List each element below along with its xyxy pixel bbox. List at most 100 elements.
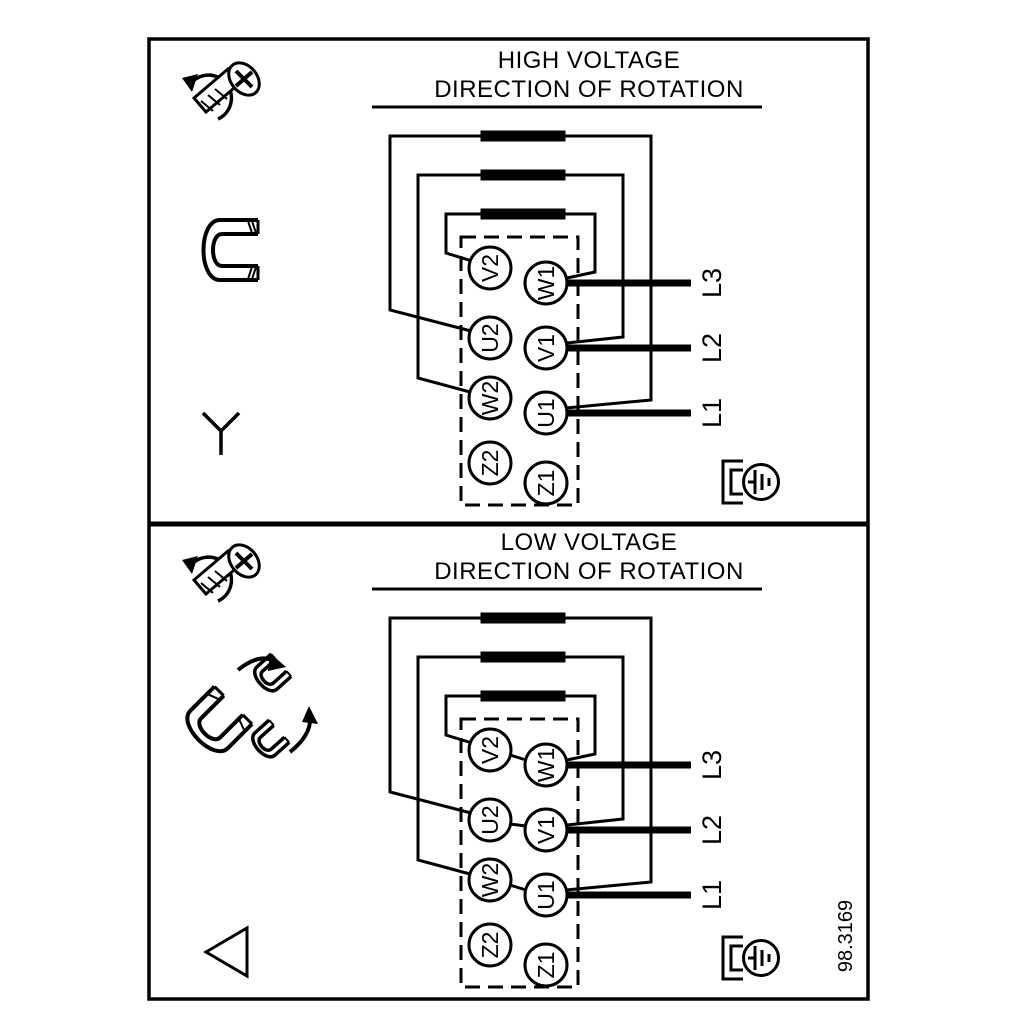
terminal-link-bar bbox=[480, 690, 566, 702]
link-wire bbox=[565, 655, 625, 827]
terminal-box bbox=[459, 235, 580, 507]
reference-number: 98.3169 bbox=[835, 900, 857, 972]
screw-rotation-icon bbox=[182, 61, 261, 121]
screw-thread bbox=[214, 570, 228, 582]
terminal-box bbox=[459, 717, 580, 989]
star-connection-icon bbox=[201, 411, 241, 455]
terminal-label-u2: U2 bbox=[477, 323, 503, 352]
terminal-label-w2: W2 bbox=[477, 863, 503, 898]
link-hatch bbox=[247, 266, 253, 280]
screw-thread bbox=[207, 576, 221, 588]
rotation-arrowhead bbox=[182, 556, 198, 574]
rotation-arrowhead bbox=[182, 74, 198, 92]
ground-bracket-outer bbox=[721, 935, 743, 981]
link-hatch bbox=[207, 693, 220, 701]
terminal-link-icon bbox=[253, 652, 293, 693]
terminal-u2 bbox=[467, 797, 513, 843]
terminal-w2 bbox=[467, 375, 513, 421]
delta-connection-icon bbox=[203, 925, 249, 979]
link-inner bbox=[257, 723, 286, 752]
terminal-link-bar bbox=[480, 208, 566, 220]
supply-label-l3: L3 bbox=[697, 750, 727, 780]
star-arm bbox=[219, 411, 241, 433]
link-inner bbox=[197, 694, 245, 742]
link-outer bbox=[251, 718, 291, 759]
link-wire bbox=[565, 212, 597, 280]
terminal-label-v2: V2 bbox=[477, 736, 503, 764]
screw-thread bbox=[207, 94, 221, 106]
link-inner bbox=[211, 232, 258, 268]
supply-label-l3: L3 bbox=[697, 268, 727, 298]
supply-label-l2: L2 bbox=[697, 815, 727, 845]
high-voltage-panel: HIGH VOLTAGE DIRECTION OF ROTATION L3 L2… bbox=[182, 47, 780, 507]
phillips-slot bbox=[234, 552, 254, 570]
terminal-v2 bbox=[467, 245, 513, 291]
terminal-link-icon bbox=[201, 218, 260, 282]
terminal-label-z2: Z2 bbox=[477, 450, 503, 477]
terminal-u1 bbox=[523, 872, 569, 918]
terminal-label-w1: W1 bbox=[533, 748, 559, 783]
link-wire bbox=[444, 212, 481, 263]
link-outer bbox=[185, 685, 254, 753]
terminal-label-w1: W1 bbox=[533, 266, 559, 301]
link-wire bbox=[565, 694, 597, 762]
link-wire bbox=[444, 694, 481, 745]
supply-label-l2: L2 bbox=[697, 333, 727, 363]
terminal-w1 bbox=[523, 742, 569, 788]
link-hatch bbox=[238, 719, 246, 731]
terminal-w2 bbox=[467, 857, 513, 903]
link-outer bbox=[253, 652, 293, 693]
terminal-label-v2: V2 bbox=[477, 254, 503, 282]
arrowhead bbox=[302, 706, 318, 724]
link-outer bbox=[201, 218, 258, 282]
delta-link bbox=[509, 883, 527, 892]
phillips-slot bbox=[234, 70, 254, 88]
terminal-label-v1: V1 bbox=[533, 334, 559, 362]
link-wire bbox=[416, 655, 481, 876]
ground-icon bbox=[721, 459, 780, 505]
link-end bbox=[241, 713, 254, 726]
terminal-link-icon bbox=[251, 718, 291, 759]
arrowhead bbox=[268, 653, 286, 671]
ground-icon bbox=[721, 935, 780, 981]
star-arm bbox=[201, 411, 223, 433]
delta-link bbox=[509, 822, 527, 828]
link-wire bbox=[565, 173, 625, 345]
terminal-label-z1: Z1 bbox=[533, 470, 559, 497]
supply-label-l1: L1 bbox=[697, 880, 727, 910]
terminal-z1 bbox=[523, 460, 569, 506]
terminal-z2 bbox=[467, 440, 513, 486]
ground-bracket-inner bbox=[729, 944, 743, 972]
ground-bracket-inner bbox=[729, 468, 743, 496]
link-wire bbox=[388, 616, 481, 815]
terminal-link-bar bbox=[480, 651, 566, 663]
terminal-z2 bbox=[467, 922, 513, 968]
terminal-label-z1: Z1 bbox=[533, 952, 559, 979]
terminal-w1 bbox=[523, 260, 569, 306]
terminal-label-z2: Z2 bbox=[477, 932, 503, 959]
terminal-link-bar bbox=[480, 612, 566, 624]
link-hatch bbox=[251, 220, 257, 234]
terminal-label-u2: U2 bbox=[477, 805, 503, 834]
terminal-link-icon bbox=[185, 685, 254, 753]
screw-rotation-icon bbox=[182, 543, 261, 603]
terminal-label-u1: U1 bbox=[533, 398, 559, 427]
panel-subtitle: DIRECTION OF ROTATION bbox=[434, 76, 744, 103]
terminal-v2 bbox=[467, 727, 513, 773]
link-end bbox=[270, 653, 277, 660]
screw-thread bbox=[200, 582, 214, 594]
terminal-label-v1: V1 bbox=[533, 816, 559, 844]
link-hatch bbox=[251, 266, 257, 280]
terminal-label-w2: W2 bbox=[477, 381, 503, 416]
link-wire bbox=[565, 134, 653, 410]
terminal-z1 bbox=[523, 942, 569, 988]
terminal-link-bar bbox=[480, 130, 566, 142]
delta-link bbox=[509, 753, 527, 762]
terminal-u1 bbox=[523, 390, 569, 436]
panel-title: HIGH VOLTAGE bbox=[498, 47, 680, 74]
link-wire bbox=[388, 134, 481, 333]
link-wire bbox=[416, 173, 481, 394]
screw-thread bbox=[214, 88, 228, 100]
diagram-border bbox=[147, 37, 870, 1001]
